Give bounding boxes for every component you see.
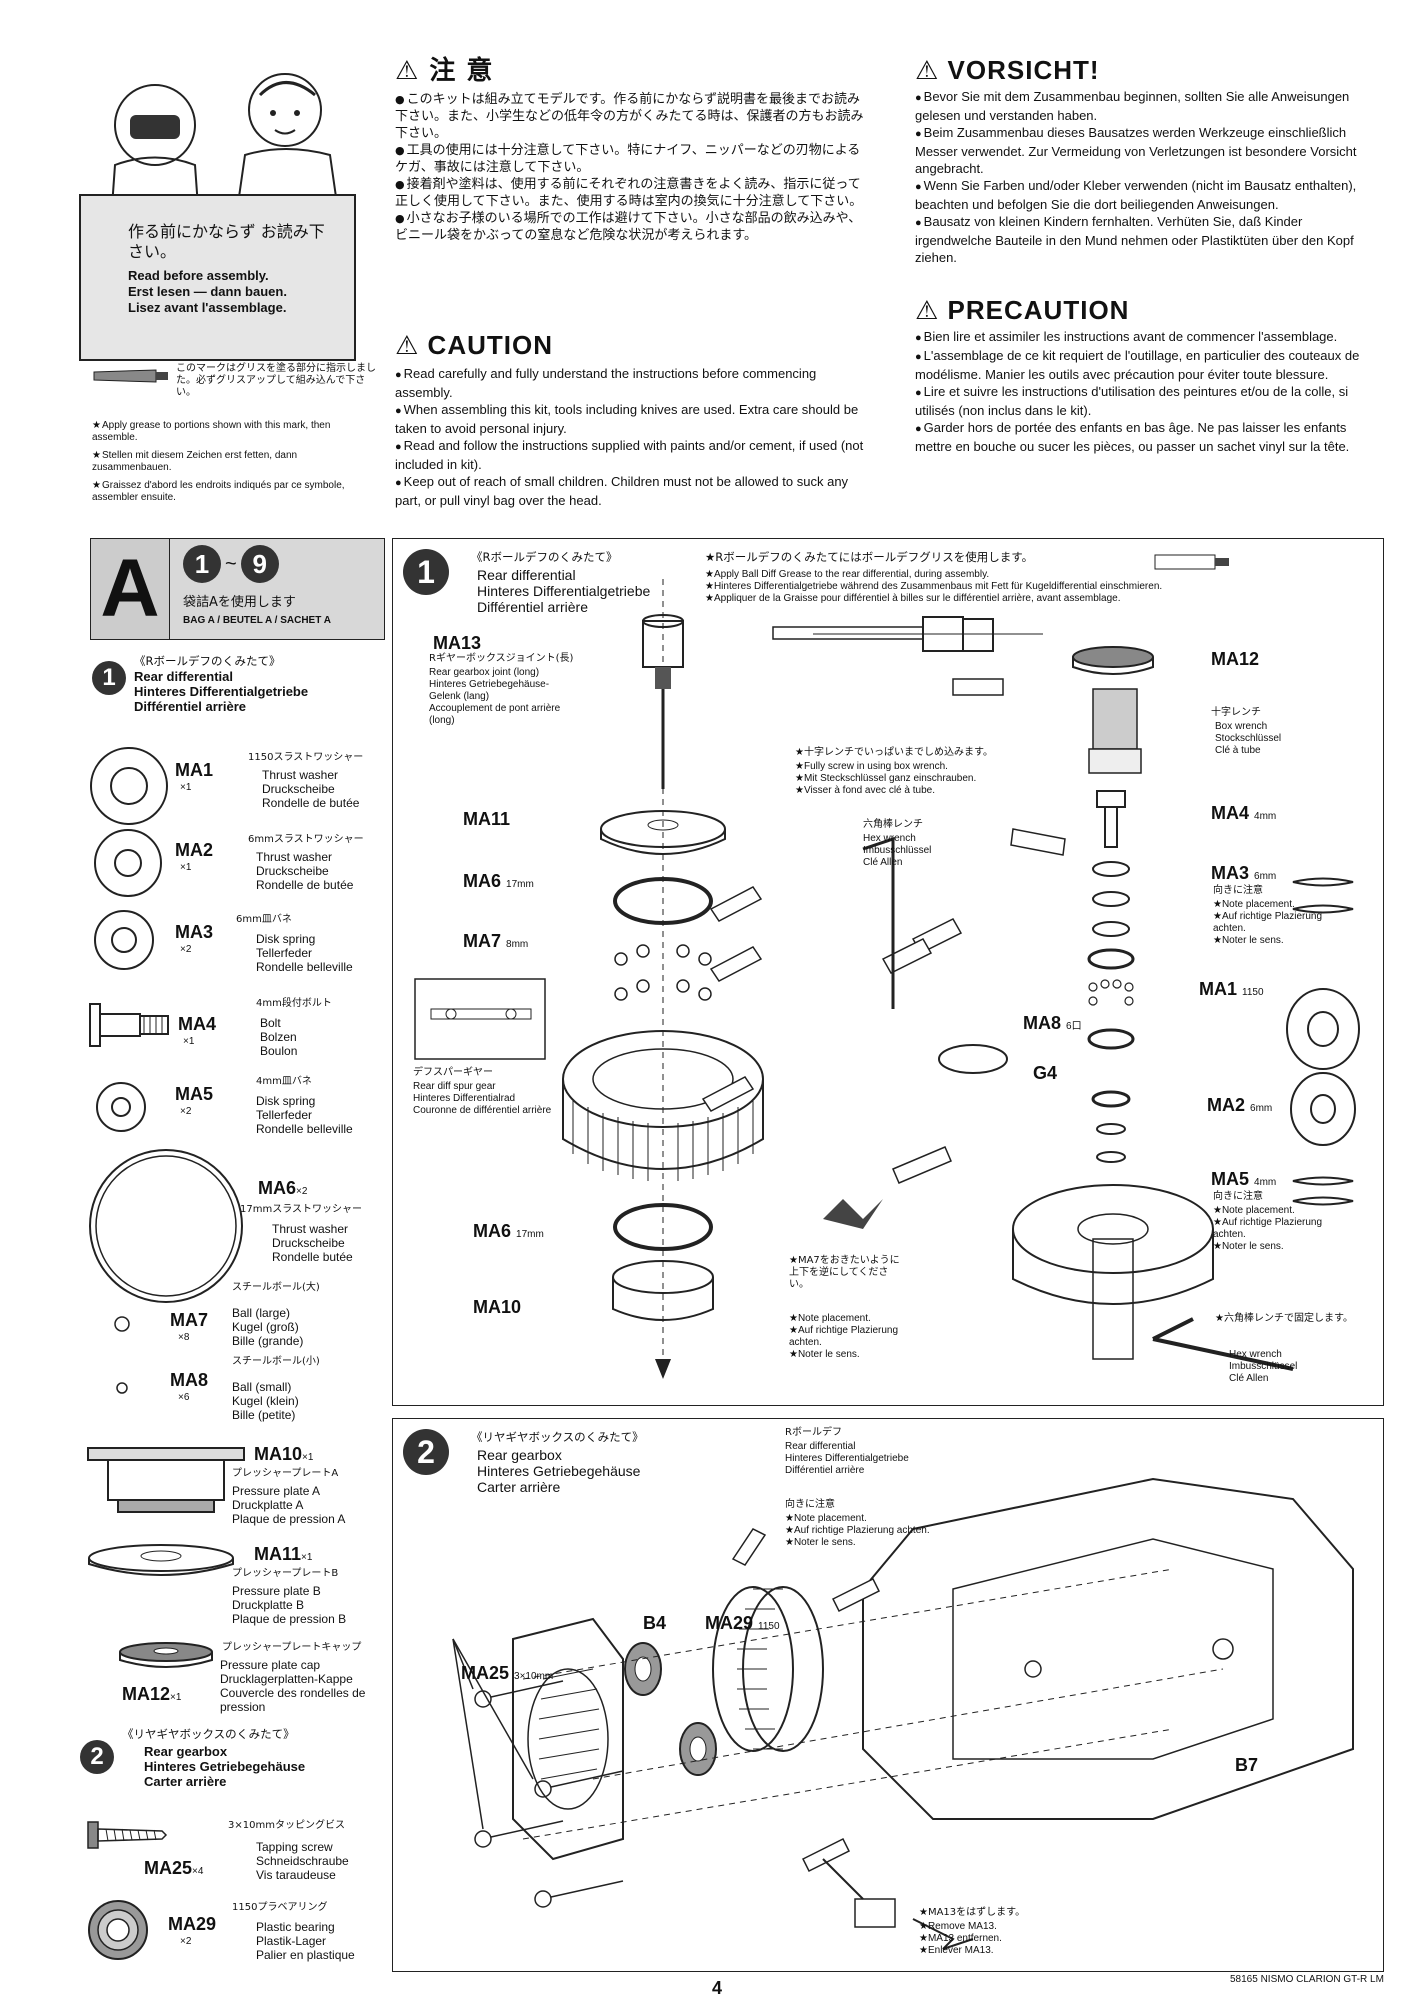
precaution-title: ⚠ PRECAUTION xyxy=(915,295,1130,325)
bag-header: A 1 ~ 9 袋詰Aを使用します BAG A / BEUTEL A / SAC… xyxy=(90,538,385,640)
intro-illustration xyxy=(60,55,380,365)
caution-jp-block: ⚠ 注 意 このキットは組み立てモデルです。作る前にかならず説明書を最後までお読… xyxy=(395,50,865,244)
sign-fr: Lisez avant l'assemblage. xyxy=(128,300,287,315)
vorsicht-item: Wenn Sie Farben und/oder Kleber verwende… xyxy=(915,177,1380,213)
part-code: MA11×1 xyxy=(254,1544,313,1564)
vorsicht-item: Bausatz von kleinen Kindern fernhalten. … xyxy=(915,213,1380,266)
bag-range: 1 ~ 9 xyxy=(183,545,279,583)
vorsicht-block: ⚠ VORSICHT! Bevor Sie mit dem Zusammenba… xyxy=(915,55,1380,266)
pressure-plate-a-icon xyxy=(87,1447,245,1513)
label-ma13: MA13 xyxy=(433,633,482,653)
caution-jp-item: 小さなお子様のいる場所での工作は避けて下さい。小さな部品の飲み込みや、ビニール袋… xyxy=(395,210,865,244)
precaution-item: Bien lire et assimiler les instructions … xyxy=(915,328,1380,347)
precaution-item: L'assemblage de ce kit requiert de l'out… xyxy=(915,347,1380,383)
grease-note-en: Apply grease to portions shown with this… xyxy=(92,420,377,444)
precaution-item: Garder hors de portée des enfants en bas… xyxy=(915,419,1380,455)
page-number: 4 xyxy=(712,1978,723,1998)
step-2-diagram xyxy=(452,1477,1354,1950)
bag-letter: A xyxy=(91,539,170,639)
grease-note-jp: このマークはグリスを塗る部分に指示しました。必ずグリスアップして組み込んで下さい… xyxy=(176,363,376,398)
caution-jp-item: このキットは組み立てモデルです。作る前にかならず説明書を最後までお読み下さい。ま… xyxy=(395,91,865,142)
caution-en-item: Read and follow the instructions supplie… xyxy=(395,437,865,473)
parts-section-2-num: 2 xyxy=(80,1740,114,1774)
step-1-number: 1 xyxy=(403,549,449,595)
caution-en-item: Keep out of reach of small children. Chi… xyxy=(395,473,865,509)
ball-small-icon xyxy=(116,1382,128,1394)
part-code: MA7 xyxy=(170,1310,209,1330)
mascot-illustration xyxy=(79,73,356,361)
plastic-bearing-icon xyxy=(88,1900,148,1960)
grease-tube-icon xyxy=(1154,554,1229,570)
caution-en-title: ⚠ CAUTION xyxy=(395,330,553,360)
grease-note-fr: Graissez d'abord les endroits indiqués p… xyxy=(92,480,377,504)
bag-range-to: 9 xyxy=(240,545,279,583)
caution-en-item: Read carefully and fully understand the … xyxy=(395,365,865,401)
sign-de: Erst lesen — dann bauen. xyxy=(128,284,287,299)
bolt-icon xyxy=(89,1003,169,1047)
warning-triangle-icon: ⚠ xyxy=(915,55,940,85)
caution-en-block: ⚠ CAUTION Read carefully and fully under… xyxy=(395,330,865,509)
part-code: MA6×2 xyxy=(258,1178,308,1198)
caution-jp-item: 工具の使用には十分注意して下さい。特にナイフ、ニッパーなどの刃物によるケガ、事故… xyxy=(395,142,865,176)
vorsicht-item: Bevor Sie mit dem Zusammenbau beginnen, … xyxy=(915,88,1380,124)
caution-jp-item: 接着剤や塗料は、使用する前にそれぞれの注意書きをよく読み、指示に従って正しく使用… xyxy=(395,176,865,210)
part-code: MA5 xyxy=(175,1084,214,1104)
part-code: MA25×4 xyxy=(144,1858,204,1878)
pressure-plate-b-icon xyxy=(88,1544,234,1576)
part-code: MA2 xyxy=(175,840,214,860)
ball-large-icon xyxy=(114,1316,130,1332)
sign-en: Read before assembly. xyxy=(128,268,269,283)
part-code: MA12×1 xyxy=(122,1684,182,1704)
part-code: MA8 xyxy=(170,1370,209,1390)
warning-triangle-icon: ⚠ xyxy=(395,56,420,86)
disk-spring-icon xyxy=(94,910,154,970)
grease-note-de: Stellen mit diesem Zeichen erst fetten, … xyxy=(92,450,377,474)
caution-jp-title: ⚠ 注 意 xyxy=(395,56,494,86)
bag-label: BAG A / BEUTEL A / SACHET A xyxy=(183,615,331,626)
part-code: MA4 xyxy=(178,1014,217,1034)
grease-tube-icon xyxy=(92,368,172,384)
pressure-plate-cap-icon xyxy=(119,1642,213,1668)
precaution-item: Lire et suivre les instructions d'utilis… xyxy=(915,383,1380,419)
sign-jp: 作る前にかならず お読み下さい。 xyxy=(128,222,325,261)
bag-range-from: 1 xyxy=(183,545,221,583)
precaution-block: ⚠ PRECAUTION Bien lire et assimiler les … xyxy=(915,295,1380,455)
washer-icon xyxy=(94,829,162,897)
vorsicht-title: ⚠ VORSICHT! xyxy=(915,55,1100,85)
washer-icon xyxy=(90,747,168,825)
footer-code: 58165 NISMO CLARION GT-R LM xyxy=(1230,1974,1384,1985)
part-code: MA29 xyxy=(168,1914,217,1934)
bag-jp: 袋詰Aを使用します xyxy=(183,595,296,610)
step-2-number: 2 xyxy=(403,1429,449,1475)
part-code: MA3 xyxy=(175,922,214,942)
step-2-panel: 2 《リヤギヤボックスのくみたて》 Rear gearbox Hinteres … xyxy=(392,1418,1384,1972)
warning-triangle-icon: ⚠ xyxy=(395,330,420,360)
large-washer-icon xyxy=(89,1149,243,1303)
step-1-panel: 1 《Rボールデフのくみたて》 Rear differential Hinter… xyxy=(392,538,1384,1406)
disk-spring-icon xyxy=(96,1082,146,1132)
tapping-screw-icon xyxy=(87,1821,168,1849)
part-code: MA10×1 xyxy=(254,1444,314,1464)
caution-en-item: When assembling this kit, tools includin… xyxy=(395,401,865,437)
vorsicht-item: Beim Zusammenbau dieses Bausatzes werden… xyxy=(915,124,1380,177)
warning-triangle-icon: ⚠ xyxy=(915,295,940,325)
step-1-diagram xyxy=(414,579,1360,1379)
part-code: MA1 xyxy=(175,760,214,780)
parts-section-1-num: 1 xyxy=(92,661,126,695)
